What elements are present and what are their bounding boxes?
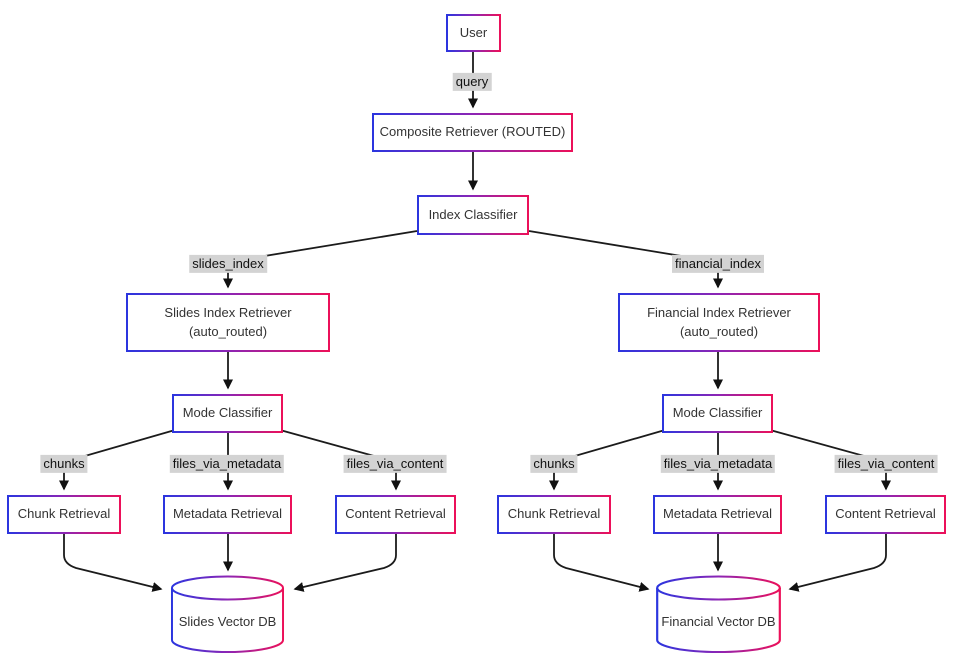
edge-chunk-slides-to-db (63, 534, 163, 592)
edge-label-files-via-metadata-financial: files_via_metadata (660, 454, 776, 474)
edge-label-query: query (452, 72, 492, 92)
node-slides-vector-db-label: Slides Vector DB (178, 614, 277, 629)
node-financial-vector-db-label: Financial Vector DB (661, 614, 776, 629)
node-user-label: User (459, 24, 488, 40)
node-metadata-retrieval-slides-label: Metadata Retrieval (172, 506, 283, 522)
node-content-retrieval-financial: Content Retrieval (825, 495, 946, 534)
edge-label-files-via-content-financial: files_via_content (834, 454, 938, 474)
node-financial-index-retriever-label: Financial Index Retriever (647, 304, 791, 320)
node-metadata-retrieval-financial-label: Metadata Retrieval (662, 506, 773, 522)
edge-label-chunks-financial: chunks (530, 454, 578, 474)
node-financial-vector-db: Financial Vector DB (655, 575, 782, 654)
node-financial-index-retriever: Financial Index Retriever (auto_routed) (618, 293, 820, 352)
node-chunk-retrieval-slides-label: Chunk Retrieval (17, 506, 111, 522)
node-index-classifier: Index Classifier (417, 195, 529, 235)
node-content-retrieval-slides-label: Content Retrieval (345, 506, 446, 522)
node-financial-index-retriever-sublabel: (auto_routed) (679, 323, 759, 339)
node-mode-classifier-slides: Mode Classifier (172, 394, 283, 433)
node-user: User (446, 14, 501, 52)
node-chunk-retrieval-financial: Chunk Retrieval (497, 495, 611, 534)
database-cylinder-icon (170, 575, 285, 653)
edge-content-financial-to-db (788, 534, 887, 592)
edge-label-files-via-content-slides: files_via_content (343, 454, 447, 474)
node-chunk-retrieval-financial-label: Chunk Retrieval (507, 506, 601, 522)
edge-label-files-via-metadata-slides: files_via_metadata (169, 454, 285, 474)
database-cylinder-icon (656, 575, 781, 653)
node-index-classifier-label: Index Classifier (428, 206, 518, 222)
edge-label-chunks-slides: chunks (40, 454, 88, 474)
edge-label-financial-index: financial_index (671, 254, 765, 274)
node-content-retrieval-financial-label: Content Retrieval (835, 506, 936, 522)
node-mode-classifier-slides-label: Mode Classifier (182, 405, 273, 421)
edge-chunk-financial-to-db (553, 534, 650, 592)
node-mode-classifier-financial: Mode Classifier (662, 394, 773, 433)
edge-content-slides-to-db (293, 534, 397, 592)
node-slides-index-retriever-sublabel: (auto_routed) (188, 323, 268, 339)
node-chunk-retrieval-slides: Chunk Retrieval (7, 495, 121, 534)
node-slides-vector-db: Slides Vector DB (170, 575, 285, 654)
node-metadata-retrieval-slides: Metadata Retrieval (163, 495, 292, 534)
node-composite-retriever-label: Composite Retriever (ROUTED) (379, 124, 566, 140)
node-metadata-retrieval-financial: Metadata Retrieval (653, 495, 782, 534)
node-slides-index-retriever-label: Slides Index Retriever (164, 304, 292, 320)
node-composite-retriever: Composite Retriever (ROUTED) (372, 113, 573, 152)
node-slides-index-retriever: Slides Index Retriever (auto_routed) (126, 293, 330, 352)
node-mode-classifier-financial-label: Mode Classifier (672, 405, 763, 421)
node-content-retrieval-slides: Content Retrieval (335, 495, 456, 534)
edge-label-slides-index: slides_index (189, 254, 267, 274)
